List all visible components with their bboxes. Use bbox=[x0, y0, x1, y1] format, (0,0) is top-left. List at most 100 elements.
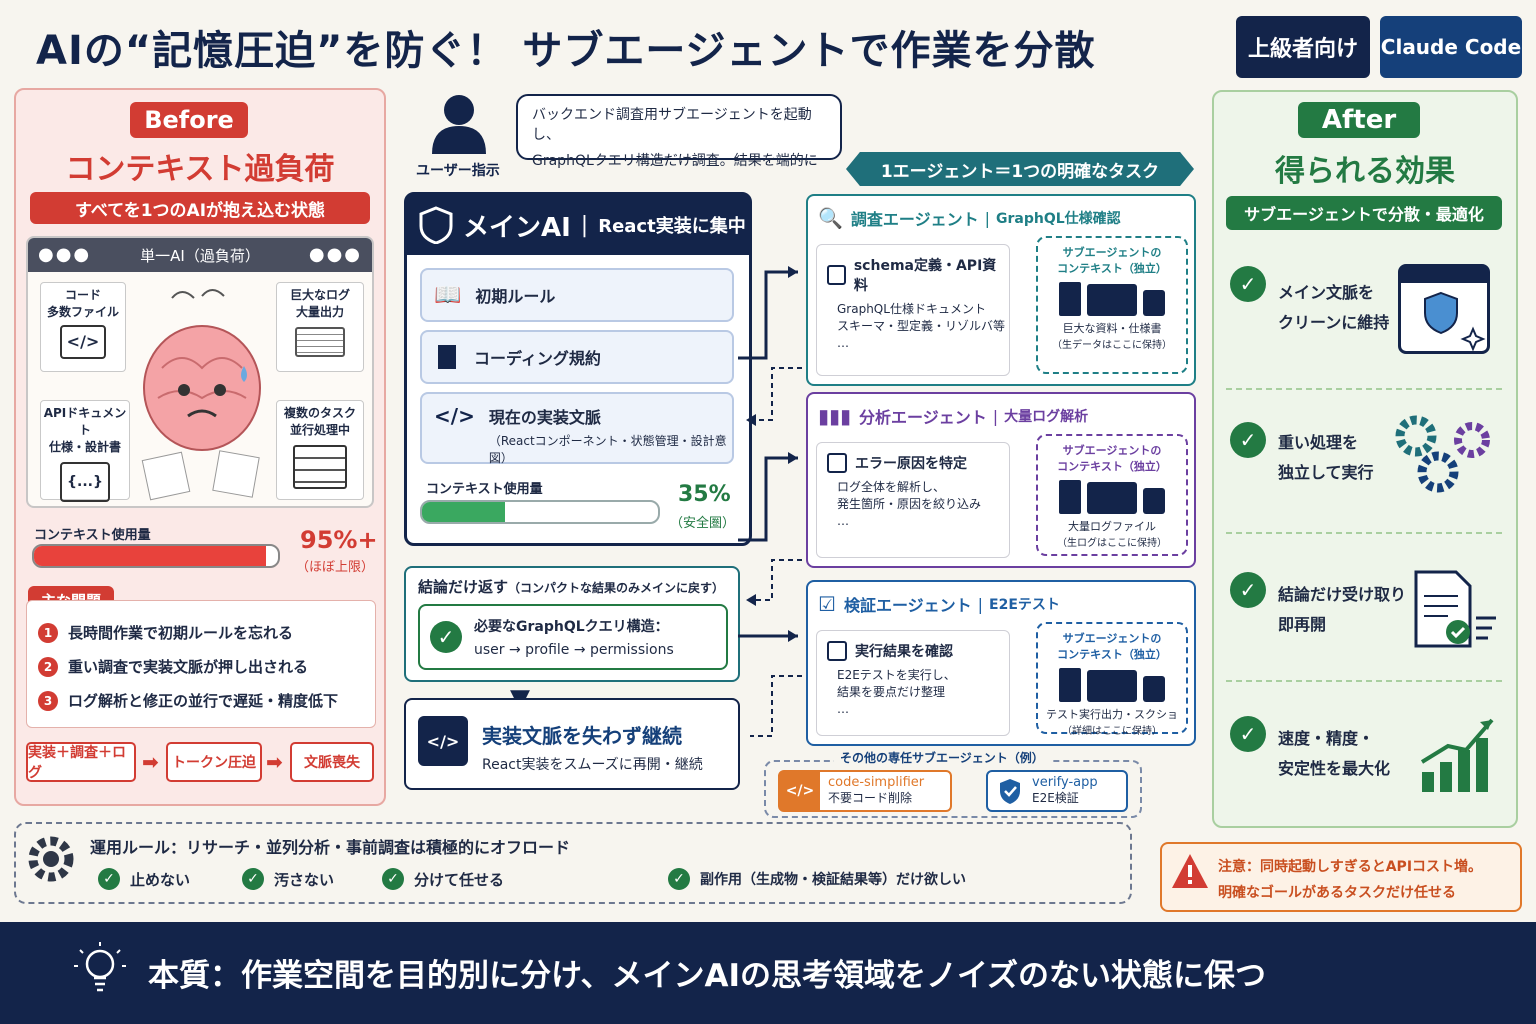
flow-step-2: トークン圧迫 bbox=[166, 742, 262, 782]
report-check-icon bbox=[1414, 570, 1496, 648]
problem-number: 1 bbox=[38, 622, 58, 643]
after-badge: After bbox=[1298, 102, 1420, 138]
product-tag: Claude Code bbox=[1380, 16, 1522, 78]
single-ai-window: ●●● 単一AI（過負荷） ●●● コード 多数ファイル </> 巨大なログ 大… bbox=[26, 236, 374, 508]
before-usage-label: コンテキスト使用量 bbox=[34, 528, 151, 543]
agent-context-box: サブエージェントの コンテキスト（独立） 大量ログファイル （生ログはここに保持… bbox=[1036, 434, 1188, 556]
agent-desc-line: … bbox=[837, 702, 849, 716]
rule-item: ✓分けて任せる bbox=[382, 868, 504, 890]
agent-task: エラー原因を特定 bbox=[855, 456, 967, 472]
context-title: サブエージェントの bbox=[1062, 246, 1162, 259]
user-icon bbox=[432, 95, 486, 154]
other-agents-label: その他の専任サブエージェント（例） bbox=[834, 750, 1050, 767]
main-ai-header: メインAI | React実装に集中 bbox=[407, 195, 749, 255]
problem-number: 3 bbox=[38, 690, 58, 711]
connector-arrows bbox=[738, 266, 802, 737]
lightbulb-icon bbox=[74, 942, 126, 992]
warning-line2: 明確なゴールがあるタスクだけ任せる bbox=[1218, 885, 1456, 901]
problem-number: 2 bbox=[38, 656, 58, 677]
warning-box bbox=[1160, 842, 1522, 912]
agent-desc-line: … bbox=[837, 336, 849, 350]
result-title: 結論だけ返す bbox=[418, 578, 509, 596]
agent-subtitle: GraphQL仕様確認 bbox=[995, 211, 1121, 227]
code-files-card: コード 多数ファイル </> bbox=[40, 282, 126, 372]
main-item-label: 初期ルール bbox=[475, 287, 556, 306]
benefit-text: 重い処理を独立して実行 bbox=[1278, 433, 1374, 482]
agent-header: ▮▮▮ 分析エージェント | 大量ログ解析 bbox=[818, 404, 1089, 428]
before-usage-bar bbox=[32, 544, 280, 568]
code-simplifier-name: code-simplifier bbox=[828, 775, 925, 790]
rule-item: ✓副作用（生成物・検証結果等）だけ欲しい bbox=[668, 868, 966, 890]
user-label: ユーザー指示 bbox=[416, 163, 500, 179]
code-icon: </> bbox=[60, 325, 106, 359]
result-line2: user → profile → permissions bbox=[474, 642, 674, 658]
agent-desc-line: GraphQL仕様ドキュメント bbox=[837, 302, 986, 316]
benefit-item: ✓ bbox=[1230, 572, 1266, 608]
code-files-label: コード 多数ファイル bbox=[46, 288, 119, 319]
before-subtitle: すべてを1つのAIが抱え込む状態 bbox=[30, 192, 370, 224]
rule-text: 止めない bbox=[130, 870, 191, 889]
window-title: 単一AI（過負荷） bbox=[140, 246, 260, 265]
result-heading: 結論だけ返す（コンパクトな結果のみメインに戻す） bbox=[418, 576, 724, 597]
search-icon: 🔍 bbox=[818, 206, 843, 230]
agent-desc-line: ログ全体を解析し、 bbox=[837, 480, 946, 494]
shield-icon bbox=[419, 206, 453, 244]
problem-text: 重い調査で実装文脈が押し出される bbox=[68, 658, 309, 676]
context-caption: （生データはここに保持） bbox=[1052, 340, 1172, 351]
main-usage-fill bbox=[422, 502, 505, 522]
footer-text: 本質：作業空間を目的別に分け、メインAIの思考領域をノイズのない状態に保つ bbox=[148, 958, 1267, 994]
agent-context-box: サブエージェントの コンテキスト（独立） テスト実行出力・スクショ （詳細はここ… bbox=[1036, 622, 1188, 737]
flow-step-1: 実装＋調査＋ログ bbox=[26, 742, 136, 782]
agent-title: 分析エージェント bbox=[859, 408, 987, 427]
folder-icon bbox=[1087, 670, 1137, 702]
overloaded-brain-icon bbox=[141, 289, 261, 501]
window-dots-icon: ●●● bbox=[38, 244, 92, 265]
problem-item: 2 重い調査で実装文脈が押し出される bbox=[38, 656, 308, 677]
agent-task-card: エラー原因を特定 ログ全体を解析し、 発生箇所・原因を絞り込み … bbox=[816, 442, 1010, 558]
folder-icon bbox=[1087, 482, 1137, 514]
user-bubble-line1: バックエンド調査用サブエージェントを起動し、 bbox=[532, 107, 812, 143]
problem-text: ログ解析と修正の並行で遅延・精度低下 bbox=[68, 692, 339, 710]
main-ai-subtitle: React実装に集中 bbox=[598, 216, 746, 237]
rule-text: 副作用（生成物・検証結果等）だけ欲しい bbox=[700, 872, 966, 888]
main-item-current-context: </> 現在の実装文脈（Reactコンポーネント・状態管理・設計意図） bbox=[420, 392, 734, 465]
agent-task: schema定義・API資料 bbox=[853, 258, 997, 294]
agent-desc-line: スキーマ・型定義・リゾルバ等 bbox=[837, 319, 1006, 333]
multi-task-card: 複数のタスク 並行処理中 bbox=[276, 400, 364, 500]
before-badge: Before bbox=[130, 102, 248, 138]
bar-chart-icon: ▮▮▮ bbox=[818, 404, 852, 428]
main-usage-note: （安全圏） bbox=[670, 516, 736, 531]
agent-context-box: サブエージェントの コンテキスト（独立） 巨大な資料・仕様書 （生データはここに… bbox=[1036, 236, 1188, 374]
context-caption: テスト実行出力・スクショ bbox=[1046, 708, 1178, 721]
gear-icon bbox=[28, 836, 74, 882]
result-title-sub: （コンパクトな結果のみメインに戻す） bbox=[508, 581, 725, 595]
benefit-item: ✓ bbox=[1230, 422, 1266, 458]
context-title: コンテキスト（独立） bbox=[1057, 460, 1167, 473]
log-icon bbox=[295, 327, 345, 357]
agent-title: 検証エージェント bbox=[843, 596, 972, 615]
benefit-item: ✓ bbox=[1230, 716, 1266, 752]
brace-icon: {...} bbox=[60, 462, 110, 502]
user-bubble: バックエンド調査用サブエージェントを起動し、 GraphQLクエリ構造だけ調査。… bbox=[516, 94, 842, 169]
main-usage-label: コンテキスト使用量 bbox=[426, 482, 543, 497]
rule-text: 分けて任せる bbox=[414, 870, 505, 889]
agent-subtitle: E2Eテスト bbox=[989, 597, 1060, 613]
code-icon: </> bbox=[780, 772, 820, 810]
result-line1: 必要なGraphQLクエリ構造： bbox=[474, 619, 669, 635]
context-caption: 大量ログファイル bbox=[1068, 520, 1156, 533]
before-heading: コンテキスト過負荷 bbox=[65, 152, 335, 187]
gears-icon bbox=[1395, 415, 1490, 493]
growth-chart-icon bbox=[1420, 718, 1494, 792]
context-caption: （詳細はここに保持） bbox=[1062, 726, 1162, 737]
agent-task: 実行結果を確認 bbox=[855, 644, 953, 660]
agent-desc-line: 結果を要点だけ整理 bbox=[837, 685, 946, 699]
context-title: コンテキスト（独立） bbox=[1057, 262, 1167, 275]
flow-step-3: 文脈喪失 bbox=[290, 742, 374, 782]
main-item-sublabel: （Reactコンポーネント・状態管理・設計意図） bbox=[488, 434, 727, 465]
check-circle-icon: ✓ bbox=[1230, 422, 1266, 458]
agent-task-card: schema定義・API資料 GraphQL仕様ドキュメント スキーマ・型定義・… bbox=[816, 244, 1010, 376]
page-title: AIの“記憶圧迫”を防ぐ！ サブエージェントで作業を分散 bbox=[36, 28, 1096, 74]
code-window-icon: </> bbox=[418, 716, 468, 766]
